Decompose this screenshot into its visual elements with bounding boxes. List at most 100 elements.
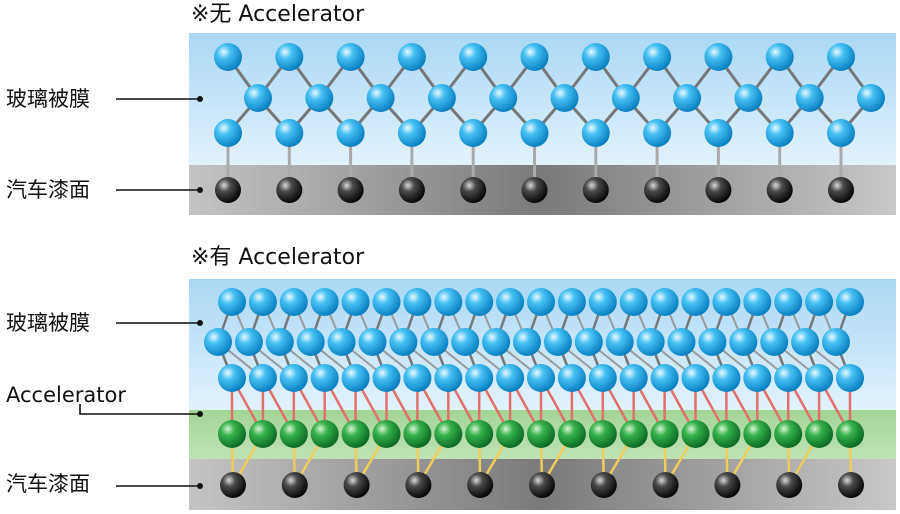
glass-atom: [827, 119, 855, 147]
glass-atom: [557, 364, 586, 392]
glass-atom: [275, 119, 304, 147]
glass-atom: [465, 364, 494, 392]
glass-atom: [310, 364, 339, 392]
glass-atom: [218, 288, 246, 316]
glass-atom: [403, 288, 432, 316]
paint-atom: [337, 177, 364, 203]
glass-atom: [366, 84, 395, 112]
glass-atom: [275, 43, 304, 71]
glass-atom: [667, 328, 696, 356]
glass-atom: [427, 84, 456, 112]
accelerator-atom: [805, 420, 834, 448]
glass-atom: [574, 328, 603, 356]
glass-atom: [743, 364, 772, 392]
glass-atom: [310, 288, 339, 316]
accelerator-atom: [743, 420, 772, 448]
paint-atom: [590, 472, 617, 498]
accelerator-atom: [650, 420, 679, 448]
glass-atom: [244, 84, 272, 112]
glass-atom: [681, 364, 710, 392]
glass-atom: [650, 288, 679, 316]
glass-atom: [336, 119, 365, 147]
glass-atom: [795, 84, 824, 112]
glass-atom: [459, 119, 488, 147]
glass-atom: [765, 43, 794, 71]
glass-atom: [520, 43, 549, 71]
accelerator-atom: [279, 420, 308, 448]
paint-atom: [838, 472, 864, 498]
label-accelerator: Accelerator: [6, 383, 126, 407]
glass-atom: [550, 84, 579, 112]
glass-atom: [214, 43, 242, 71]
accelerator-atom: [527, 420, 555, 448]
paint-atom: [776, 472, 803, 498]
atoms-panel-2: [204, 288, 864, 498]
glass-atom: [805, 364, 834, 392]
glass-atom: [279, 364, 308, 392]
label-car-paint-bottom: 汽车漆面: [6, 472, 90, 496]
glass-atom: [581, 43, 610, 71]
label-glass-film-top: 玻璃被膜: [6, 87, 90, 111]
glass-atom: [588, 288, 617, 316]
paint-atom: [405, 472, 432, 498]
glass-atom: [489, 84, 518, 112]
glass-atom: [341, 288, 370, 316]
glass-atom: [836, 364, 864, 392]
glass-atom: [496, 288, 525, 316]
paint-atom: [281, 472, 308, 498]
glass-atom: [336, 43, 365, 71]
accelerator-atom: [712, 420, 741, 448]
glass-atom: [434, 288, 463, 316]
paint-atom: [828, 177, 854, 203]
glass-atom: [734, 84, 763, 112]
glass-atom: [389, 328, 418, 356]
glass-atom: [805, 288, 834, 316]
glass-atom: [588, 364, 617, 392]
glass-atom: [611, 84, 640, 112]
accelerator-atom: [248, 420, 277, 448]
glass-atom: [698, 328, 727, 356]
glass-atom: [513, 328, 541, 356]
glass-atom: [465, 288, 494, 316]
glass-atom: [643, 43, 672, 71]
paint-atom: [276, 177, 303, 203]
glass-atom: [248, 364, 277, 392]
glass-atom: [520, 119, 549, 147]
accelerator-atom: [465, 420, 494, 448]
glass-atom: [681, 288, 710, 316]
paint-atom: [644, 177, 671, 203]
paint-atom: [467, 472, 494, 498]
glass-atom: [760, 328, 789, 356]
glass-atom: [704, 119, 733, 147]
glass-atom: [557, 288, 586, 316]
paint-atom: [766, 177, 793, 203]
glass-atom: [774, 288, 803, 316]
glass-atom: [836, 288, 864, 316]
accelerator-atom: [434, 420, 463, 448]
glass-atom: [619, 288, 648, 316]
glass-atom: [822, 328, 850, 356]
glass-atom: [214, 119, 242, 147]
glass-atom: [218, 364, 246, 392]
accelerator-atom: [341, 420, 370, 448]
glass-atom: [434, 364, 463, 392]
glass-atom: [650, 364, 679, 392]
glass-atom: [459, 43, 488, 71]
paint-atom: [460, 177, 487, 203]
glass-atom: [605, 328, 634, 356]
glass-atom: [619, 364, 648, 392]
glass-atom: [204, 328, 232, 356]
glass-atom: [397, 119, 426, 147]
paint-atom: [398, 177, 425, 203]
glass-atom: [712, 288, 741, 316]
glass-atom: [327, 328, 356, 356]
glass-atom: [451, 328, 480, 356]
glass-atom: [827, 43, 855, 71]
accelerator-atom: [588, 420, 617, 448]
glass-atom: [248, 288, 277, 316]
glass-atom: [543, 328, 572, 356]
atoms-panel-1: [214, 43, 885, 203]
glass-atom: [774, 364, 803, 392]
paint-atom: [521, 177, 548, 203]
